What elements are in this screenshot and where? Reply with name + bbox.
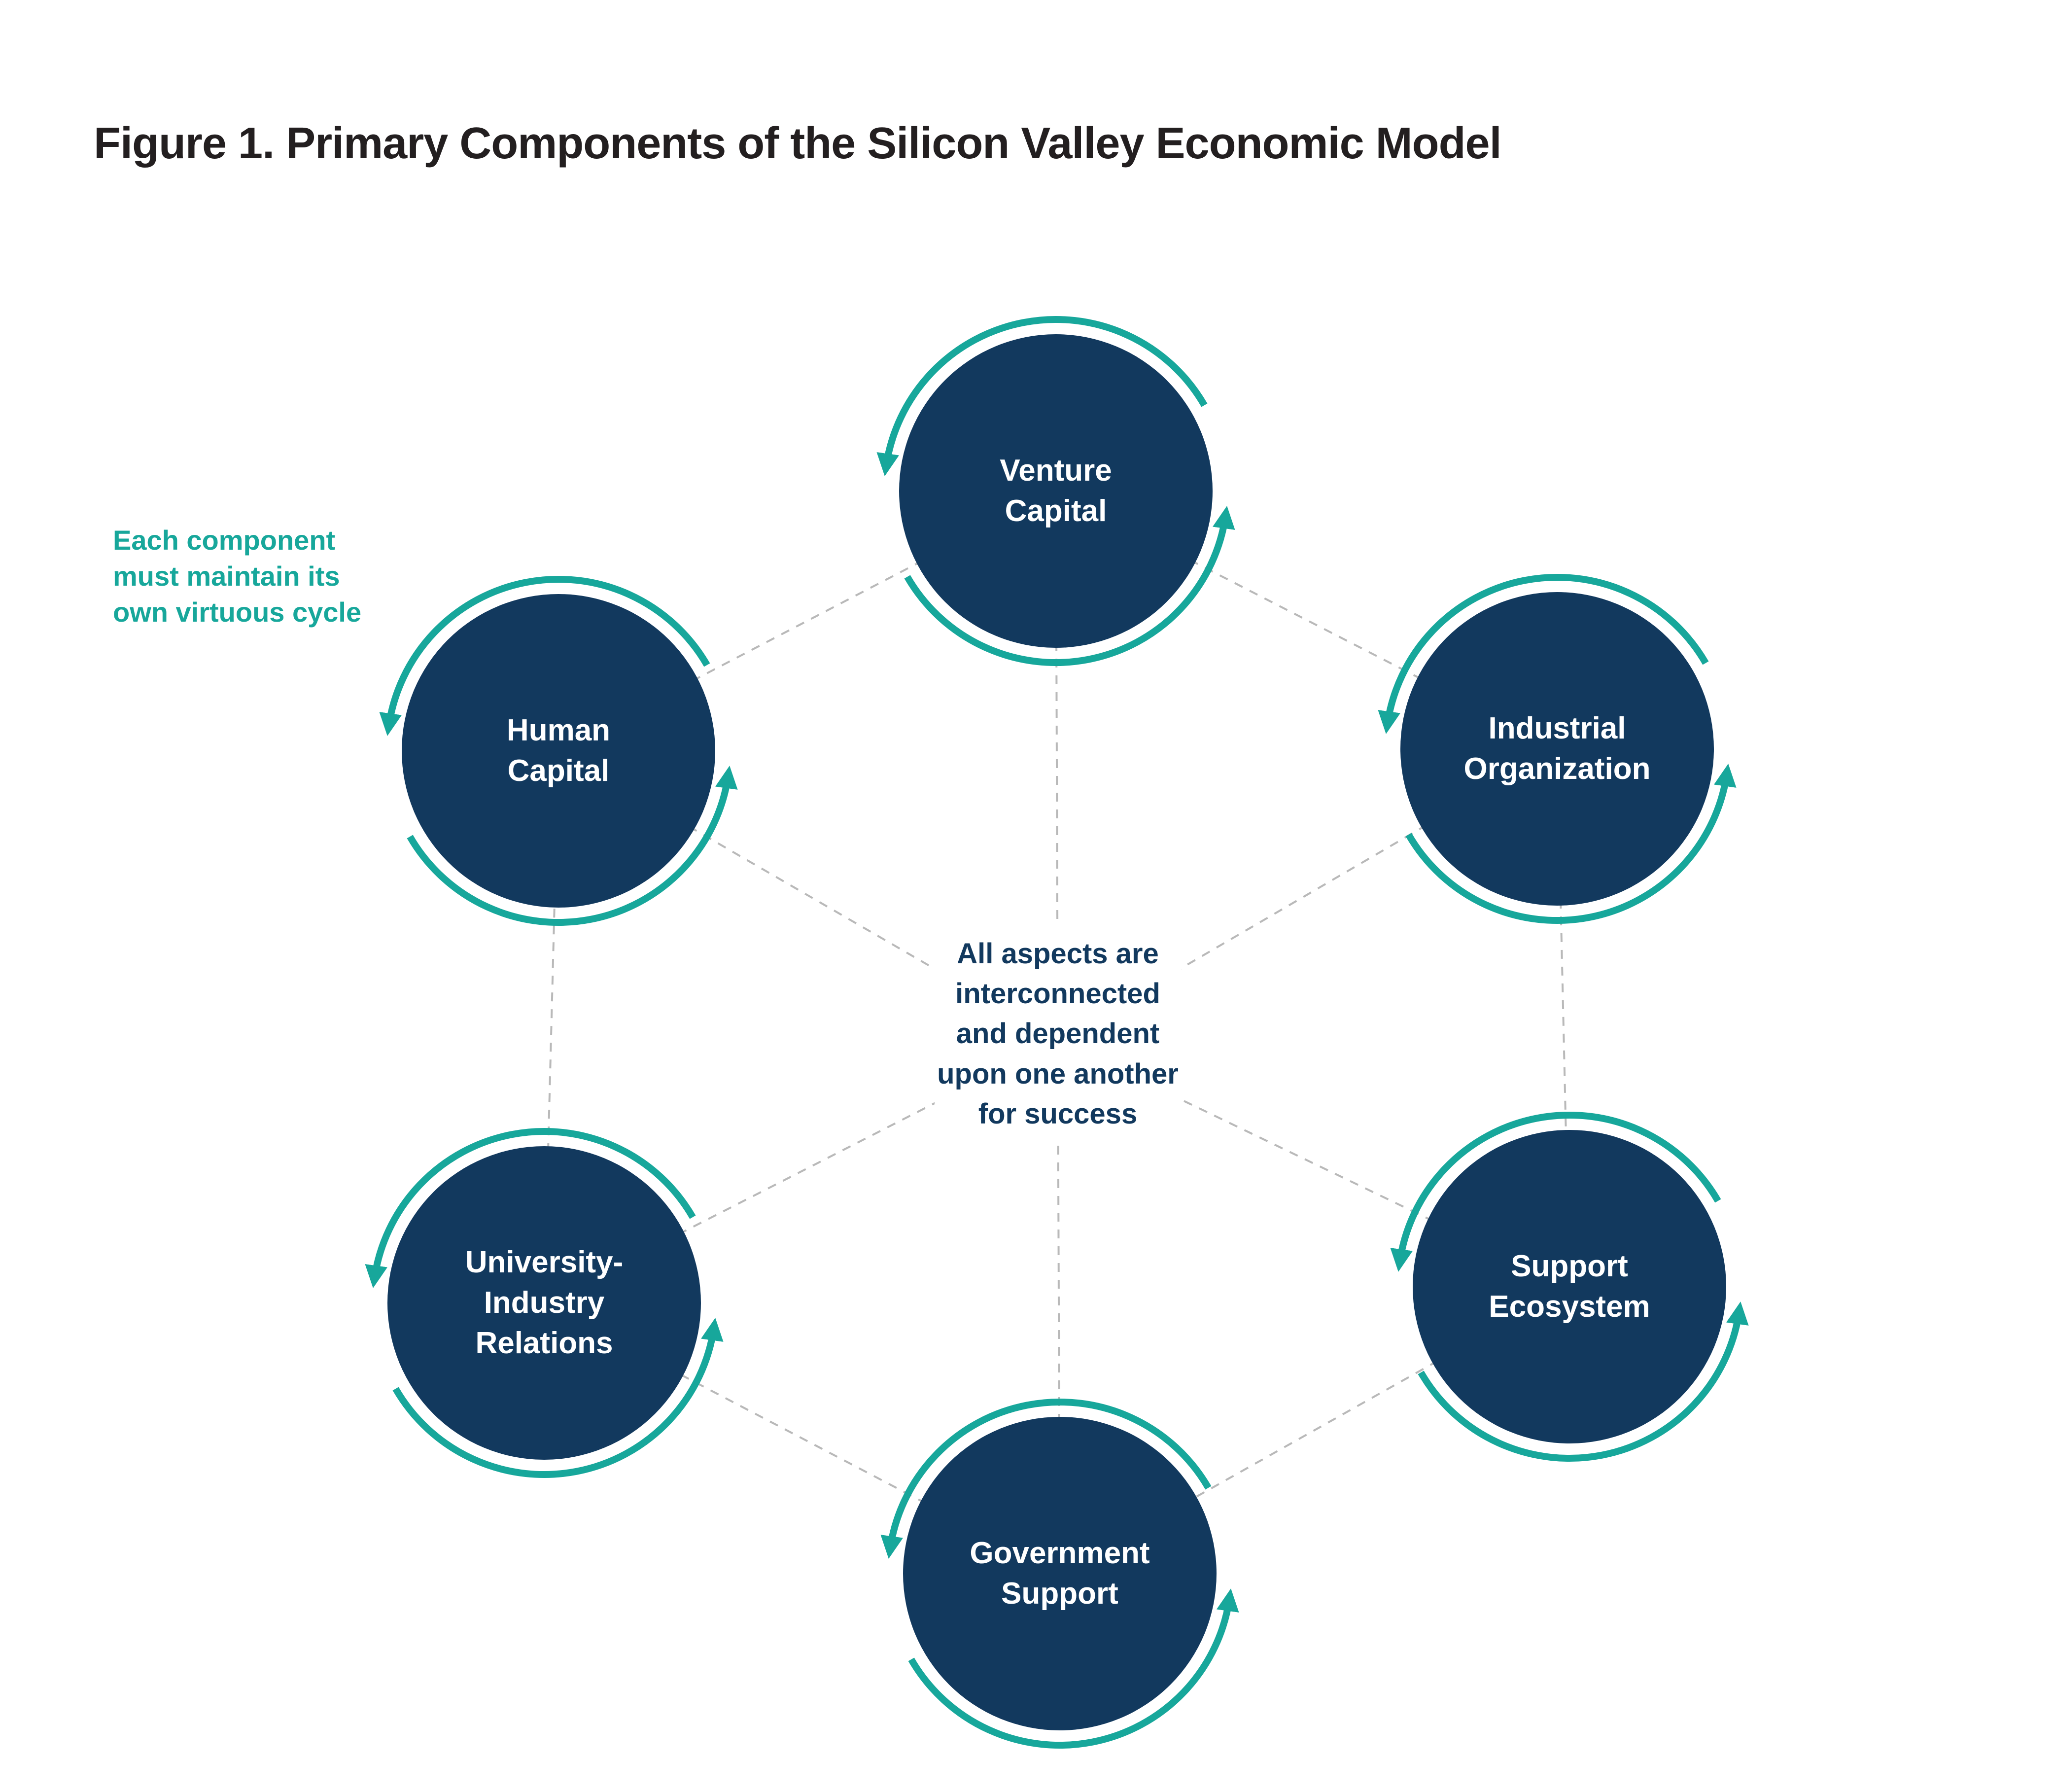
cycle-arrow-arcs <box>365 316 1749 1749</box>
label-line: Support <box>1511 1249 1628 1284</box>
label-line: Human <box>506 713 611 748</box>
label-line: Capital <box>1005 494 1107 528</box>
label-line: Relations <box>475 1326 613 1360</box>
cycle-arrow <box>407 766 738 926</box>
cycle-arrow <box>1390 1112 1721 1272</box>
label-line: Venture <box>1000 454 1112 488</box>
node-support-ecosystem-label: Support Ecosystem <box>1489 1246 1650 1327</box>
cycle-arrow <box>365 1128 696 1288</box>
node-human-capital-label: Human Capital <box>507 710 610 791</box>
label-line: Organization <box>1463 752 1651 786</box>
cycle-arrow <box>1418 1301 1749 1462</box>
cycle-arrow <box>1405 764 1737 924</box>
node-support-ecosystem: Support Ecosystem <box>1413 1130 1726 1443</box>
node-industrial-organization-label: Industrial Organization <box>1464 708 1651 789</box>
node-industrial-organization: Industrial Organization <box>1400 592 1714 906</box>
label-line: Support <box>1001 1577 1118 1611</box>
node-government-support: Government Support <box>903 1417 1217 1730</box>
center-note: All aspects are interconnected and depen… <box>935 927 1181 1141</box>
cycle-arrow <box>904 506 1235 666</box>
label-line: Ecosystem <box>1489 1290 1650 1324</box>
figure-title: Figure 1. Primary Components of the Sili… <box>94 119 1502 168</box>
cycle-arrow <box>379 576 710 736</box>
label-line: Industry <box>484 1286 605 1320</box>
cycle-arrow <box>1378 574 1709 734</box>
node-university-industry-relations: University- Industry Relations <box>387 1146 701 1460</box>
label-line: Industrial <box>1488 711 1626 746</box>
node-university-industry-relations-label: University- Industry Relations <box>465 1242 623 1363</box>
label-line: Capital <box>507 754 610 788</box>
node-venture-capital: Venture Capital <box>899 334 1213 648</box>
cycle-arrow <box>876 316 1208 476</box>
cycle-annotation: Each component must maintain its own vir… <box>113 525 362 628</box>
label-line: Government <box>970 1536 1150 1571</box>
node-human-capital: Human Capital <box>402 594 715 908</box>
node-government-support-label: Government Support <box>970 1533 1149 1614</box>
cycle-arrow <box>392 1318 724 1478</box>
label-line: University- <box>465 1245 624 1280</box>
cycle-arrow <box>908 1588 1239 1749</box>
cycle-arrow <box>880 1399 1212 1559</box>
node-venture-capital-label: Venture Capital <box>1000 451 1112 531</box>
